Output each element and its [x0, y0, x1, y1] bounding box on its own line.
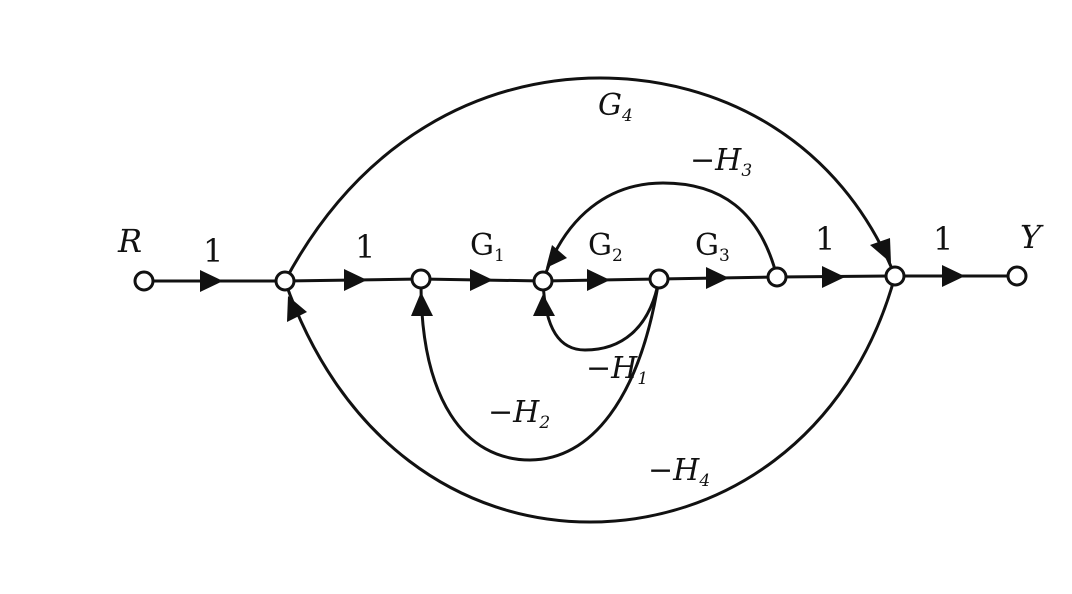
node-4: [648, 268, 670, 290]
branches: [283, 76, 897, 524]
node-3: [532, 270, 554, 292]
arrow-g4: [870, 238, 891, 263]
gain-e23: G1: [470, 228, 505, 266]
arrow-e12: [344, 269, 367, 291]
arrow-e45: [706, 267, 729, 289]
arrow-e67: [942, 265, 965, 287]
gain-h3: −H3: [690, 143, 752, 181]
arrow-h2: [411, 292, 433, 316]
gain-e01: 1: [203, 232, 223, 270]
edge-g4: [283, 76, 897, 283]
arrow-h4: [287, 296, 307, 322]
node-5: [766, 266, 788, 288]
gain-h2: −H2: [488, 395, 550, 433]
arrowheads: [200, 238, 965, 322]
gain-h1: −H1: [586, 351, 648, 389]
edge-h1: [541, 277, 661, 352]
gain-h4: −H4: [648, 453, 710, 491]
gain-e34: G2: [588, 228, 623, 266]
node-6: [884, 265, 906, 287]
gain-e45: G3: [695, 228, 730, 266]
arrow-e23: [470, 269, 493, 291]
edge-h4: [283, 274, 897, 524]
arrow-e01: [200, 270, 223, 292]
node-y: [1006, 265, 1028, 287]
labels: R Y 1 1 G1 G2 G3 1 1 G4 −H3 −H1 −H2 −H4: [117, 88, 1044, 491]
nodes: [133, 265, 1028, 292]
node-label-r: R: [117, 222, 142, 260]
node-1: [274, 270, 296, 292]
gain-e56: 1: [815, 220, 835, 258]
gain-g4: G4: [598, 88, 633, 126]
arrow-e56: [822, 266, 845, 288]
node-label-y: Y: [1020, 218, 1044, 256]
gain-e12: 1: [355, 228, 375, 266]
edge-h3: [541, 181, 779, 283]
arrow-h1: [533, 294, 555, 316]
edge-h2: [419, 277, 661, 462]
node-r: [133, 270, 155, 292]
arrow-h3: [546, 245, 567, 268]
arrow-e34: [587, 269, 610, 291]
node-2: [410, 268, 432, 290]
gain-e67: 1: [933, 220, 953, 258]
